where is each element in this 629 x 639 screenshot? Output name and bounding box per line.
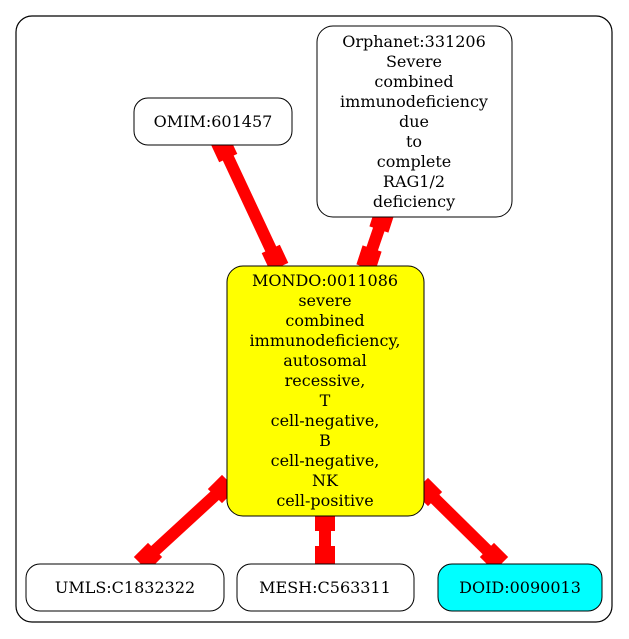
node-doid[interactable]: DOID:0090013: [437, 563, 603, 612]
node-label-center-line: immunodeficiency,: [250, 331, 401, 350]
node-label-center-line: recessive,: [285, 371, 366, 390]
node-label-orphanet-id: Orphanet:331206: [342, 32, 486, 51]
node-label-center-line: cell-negative,: [271, 451, 380, 470]
edge-end-orphanet-bottom: [356, 245, 382, 271]
edge-end-mesh-bottom: [315, 546, 335, 566]
node-label-orphanet-line: to: [406, 132, 422, 151]
node-label-orphanet-line: Severe: [386, 52, 442, 71]
node-label-center-line: combined: [285, 311, 364, 330]
node-label-mesh: MESH:C563311: [259, 578, 391, 597]
node-omim[interactable]: OMIM:601457: [133, 97, 293, 146]
node-label-center-line: T: [320, 391, 331, 410]
node-label-orphanet-line: RAG1/2: [383, 172, 445, 191]
node-label-center-line: autosomal: [283, 351, 367, 370]
node-label-orphanet-line: due: [399, 112, 429, 131]
node-umls[interactable]: UMLS:C1832322: [25, 563, 225, 612]
node-orphanet[interactable]: Orphanet:331206 Severe combined immunode…: [316, 25, 513, 218]
node-label-umls: UMLS:C1832322: [55, 578, 195, 597]
node-label-doid: DOID:0090013: [459, 578, 581, 597]
node-label-orphanet-line: deficiency: [373, 192, 455, 211]
node-label-center-line: cell-positive: [276, 491, 373, 510]
edge-end-omim-bottom: [261, 244, 289, 272]
node-label-center-line: B: [319, 431, 331, 450]
node-label-center-line: severe: [298, 291, 351, 310]
node-mesh[interactable]: MESH:C563311: [236, 563, 415, 612]
node-label-orphanet-line: complete: [377, 152, 452, 171]
node-label-center-id: MONDO:0011086: [252, 271, 398, 290]
node-label-orphanet-line: combined: [374, 72, 453, 91]
node-label-center-line: NK: [312, 471, 339, 490]
node-label-center-line: cell-negative,: [271, 411, 380, 430]
node-label-orphanet-line: immunodeficiency: [340, 92, 488, 111]
node-label-omim: OMIM:601457: [154, 112, 273, 131]
node-center[interactable]: MONDO:0011086 severe combined immunodefi…: [226, 265, 425, 517]
